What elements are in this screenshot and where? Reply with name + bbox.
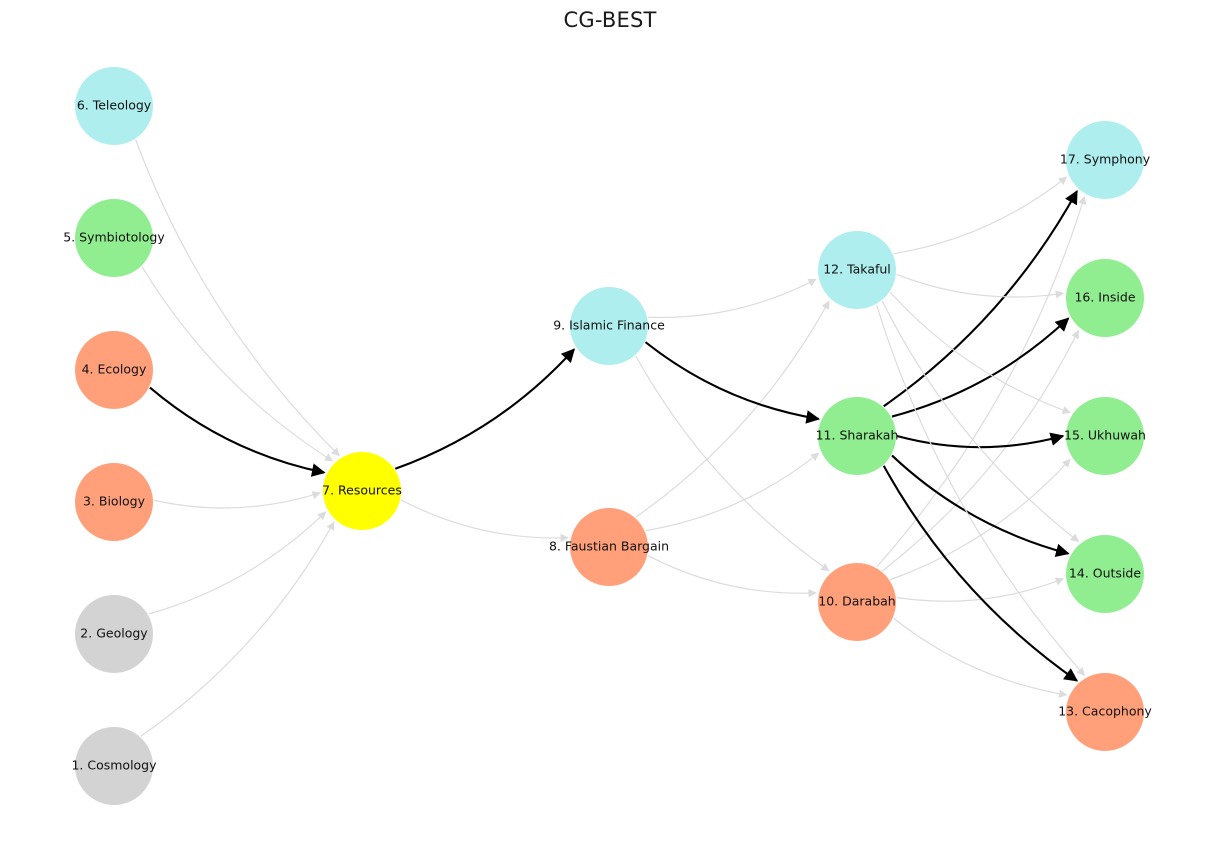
graph-node[interactable]: 7. Resources xyxy=(322,452,402,530)
graph-node[interactable]: 6. Teleology xyxy=(75,67,153,145)
node-circle[interactable] xyxy=(1066,397,1144,475)
node-circle[interactable] xyxy=(75,199,153,277)
node-circle[interactable] xyxy=(818,397,896,475)
edges-layer xyxy=(135,139,1087,737)
graph-edge xyxy=(141,266,334,462)
graph-edge xyxy=(889,291,1071,415)
graph-edge xyxy=(896,273,1065,299)
graph-edge xyxy=(882,465,1079,682)
graph-node[interactable]: 8. Faustian Bargain xyxy=(549,508,669,586)
node-circle[interactable] xyxy=(75,331,153,409)
graph-node[interactable]: 12. Takaful xyxy=(818,231,896,309)
node-circle[interactable] xyxy=(75,463,153,541)
graph-node[interactable]: 16. Inside xyxy=(1066,259,1144,337)
graph-edge xyxy=(647,555,817,598)
graph-node[interactable]: 10. Darabah xyxy=(818,563,896,641)
graph-node[interactable]: 17. Symphony xyxy=(1060,121,1151,199)
graph-node[interactable]: 5. Symbiotology xyxy=(63,199,165,277)
graph-edge xyxy=(140,521,335,737)
node-circle[interactable] xyxy=(570,287,648,365)
node-circle[interactable] xyxy=(1066,259,1144,337)
graph-edge xyxy=(645,452,820,532)
graph-edge xyxy=(875,304,1086,677)
graph-edge xyxy=(394,348,575,470)
graph-edge xyxy=(635,300,830,518)
graph-edge xyxy=(135,139,340,457)
node-circle[interactable] xyxy=(1066,673,1144,751)
node-circle[interactable] xyxy=(75,67,153,145)
node-circle[interactable] xyxy=(75,595,153,673)
graph-node[interactable]: 3. Biology xyxy=(75,463,153,541)
graph-edge xyxy=(893,176,1068,255)
graph-edge xyxy=(644,341,820,424)
graph-edge xyxy=(891,317,1070,418)
graph-edge xyxy=(881,329,1079,572)
graph-node[interactable]: 2. Geology xyxy=(75,595,153,673)
page-title: CG-BEST xyxy=(563,8,657,32)
graph-edge xyxy=(891,454,1070,558)
node-circle[interactable] xyxy=(323,452,401,530)
graph-node[interactable]: 4. Ecology xyxy=(75,331,153,409)
nodes-layer: 1. Cosmology 2. Geology 3. Biology 4. Ecolo… xyxy=(63,67,1152,805)
graph-edge xyxy=(149,386,326,477)
graph-node[interactable]: 13. Cacophony xyxy=(1058,673,1152,751)
graph-edge xyxy=(153,491,321,509)
graph-edge xyxy=(635,355,830,572)
graph-node[interactable]: 14. Outside xyxy=(1066,535,1144,613)
graph-edge xyxy=(148,511,327,615)
graph-edge xyxy=(881,300,1080,542)
graph-edge xyxy=(893,617,1068,698)
graph-edge xyxy=(883,190,1078,408)
graph-edge xyxy=(896,432,1065,449)
graph-node[interactable]: 15. Ukhuwah xyxy=(1064,397,1146,475)
node-circle[interactable] xyxy=(570,508,648,586)
graph-node[interactable]: 1. Cosmology xyxy=(71,727,157,805)
node-circle[interactable] xyxy=(1066,121,1144,199)
graph-edge xyxy=(647,278,817,319)
node-circle[interactable] xyxy=(75,727,153,805)
node-circle[interactable] xyxy=(818,563,896,641)
node-circle[interactable] xyxy=(818,231,896,309)
node-circle[interactable] xyxy=(1066,535,1144,613)
graph-edge xyxy=(876,195,1087,568)
graph-edge xyxy=(400,499,569,543)
graph-edge xyxy=(890,458,1071,581)
graph-node[interactable]: 11. Sharakah xyxy=(816,397,899,475)
